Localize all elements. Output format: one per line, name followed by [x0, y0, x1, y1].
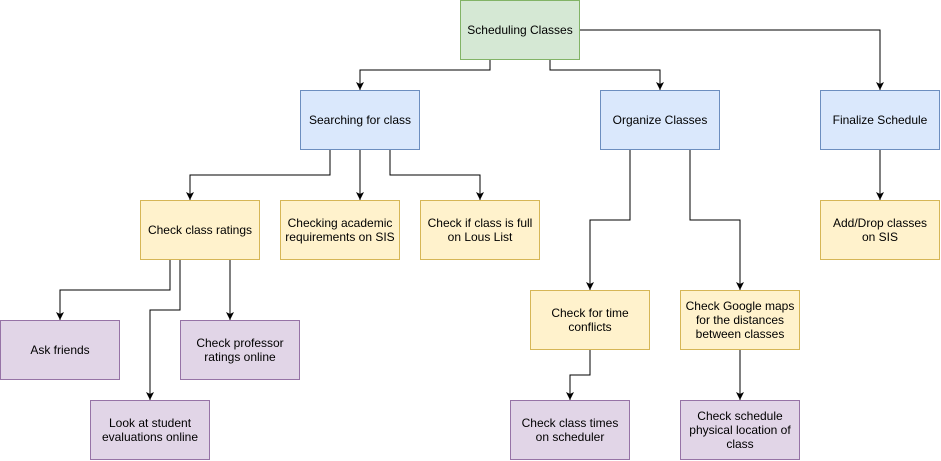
node-finalize-schedule: Finalize Schedule — [820, 90, 940, 150]
node-check-class-times: Check class times on scheduler — [510, 400, 630, 460]
node-check-time-conflicts: Check for time conflicts — [530, 290, 650, 350]
edge-organize-to-conflicts — [586, 150, 631, 290]
node-searching-for-class: Searching for class — [300, 90, 420, 150]
edge-root-to-organize — [549, 60, 664, 90]
edge-searching-to-ratings — [186, 150, 331, 200]
node-add-drop-classes: Add/Drop classes on SIS — [820, 200, 940, 260]
node-check-google-maps: Check Google maps for the distances betw… — [680, 290, 800, 350]
edge-searching-to-full — [389, 150, 484, 200]
node-organize-classes: Organize Classes — [600, 90, 720, 150]
node-check-physical-location: Check schedule physical location of clas… — [680, 400, 800, 460]
node-check-class-ratings: Check class ratings — [140, 200, 260, 260]
node-scheduling-classes: Scheduling Classes — [460, 0, 580, 60]
edge-root-to-finalize — [580, 29, 884, 90]
edge-root-to-searching — [356, 60, 491, 90]
node-check-class-full: Check if class is full on Lous List — [420, 200, 540, 260]
edge-organize-to-maps — [689, 150, 744, 290]
edge-ratings-to-evaluations — [146, 260, 181, 400]
node-check-professor-ratings: Check professor ratings online — [180, 320, 300, 380]
node-student-evaluations: Look at student evaluations online — [90, 400, 210, 460]
edge-conflicts-to-times — [566, 350, 591, 400]
edge-ratings-to-friends — [56, 260, 171, 320]
node-ask-friends: Ask friends — [0, 320, 120, 380]
node-checking-academic-requirements: Checking academic requirements on SIS — [280, 200, 400, 260]
